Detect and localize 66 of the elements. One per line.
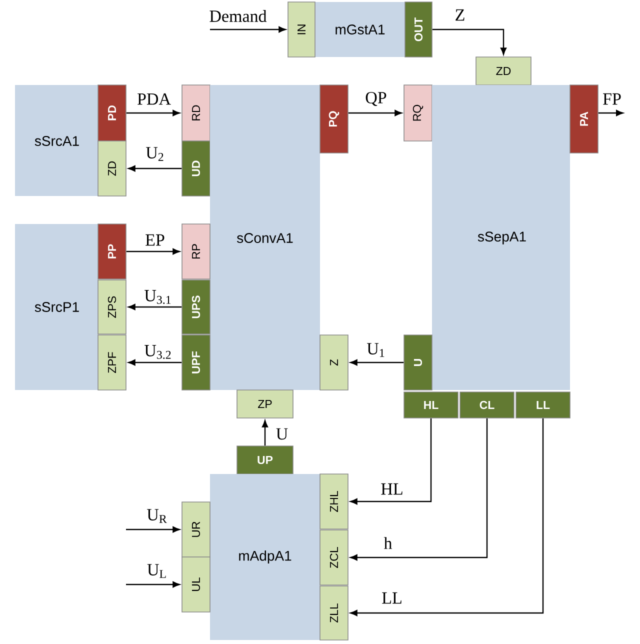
arrow [126,581,180,588]
edge-label: QP [366,92,386,106]
port-box: UD [182,140,210,196]
arrow [210,26,286,33]
port-box: UR [182,502,210,558]
arrow [348,110,402,116]
arrow [350,418,432,505]
edge-label: U$_{1}$ [367,343,384,357]
edge-label: HL [381,483,402,495]
port-box: ZPS [98,280,126,334]
arrow [350,418,488,561]
port-box: RQ [404,84,432,142]
arrow [126,248,180,255]
port-box: UPS [182,280,210,334]
edge-label: U$_{L}$ [147,564,166,578]
port-box: Z [320,334,348,390]
edge-label: LL [382,592,402,604]
arrow [128,304,182,310]
port-box: HL [404,392,458,418]
arrow [128,359,182,366]
edge-label: Demand [210,10,267,22]
port-box: UP [236,446,294,474]
port-box: ZD [476,56,532,86]
port-box: UL [182,556,210,612]
port-box: ZHL [320,474,348,530]
block: mAdpA1 [210,474,320,640]
edge-label: U$_{3.2}$ [144,345,171,359]
edge-label: Z [456,9,464,21]
port-box: IN [288,2,316,58]
block: sSrcP1 [15,224,98,390]
edge-label: U$_{2}$ [146,147,164,161]
port-box: ZPF [98,334,126,390]
arrow [350,418,544,616]
arrow [262,420,268,446]
port-box: UPF [182,334,210,390]
block: mGstA1 [315,2,405,57]
edge-label: h [384,537,392,549]
arrow [126,110,180,116]
port-box: U [404,334,432,390]
edge-label: EP [146,234,164,246]
arrow [350,359,404,366]
port-box: ZD [98,140,126,196]
arrow [598,110,624,116]
block: sConvA1 [210,85,320,390]
block: sSepA1 [432,85,570,390]
port-box: ZCL [320,530,348,586]
port-box: ZP [236,390,294,418]
edge-label: U$_{3.1}$ [144,290,171,304]
edge-label: U$_{R}$ [147,509,167,523]
port-box: PQ [320,84,348,154]
port-box: LL [516,392,570,418]
port-box: RD [182,84,210,142]
port-box: CL [460,392,514,418]
port-box: RP [182,224,210,280]
arrow [432,28,507,55]
edge-label: FP [603,93,621,105]
port-box: PA [570,84,598,154]
block: sSrcA1 [15,85,98,196]
port-box: OUT [404,2,432,58]
port-box: PD [98,84,126,142]
edge-label: U [276,428,288,440]
port-box: PP [98,224,126,280]
arrow [126,526,180,533]
edge-label: PDA [137,93,171,105]
port-box: ZLL [320,586,348,640]
arrow [128,165,182,172]
